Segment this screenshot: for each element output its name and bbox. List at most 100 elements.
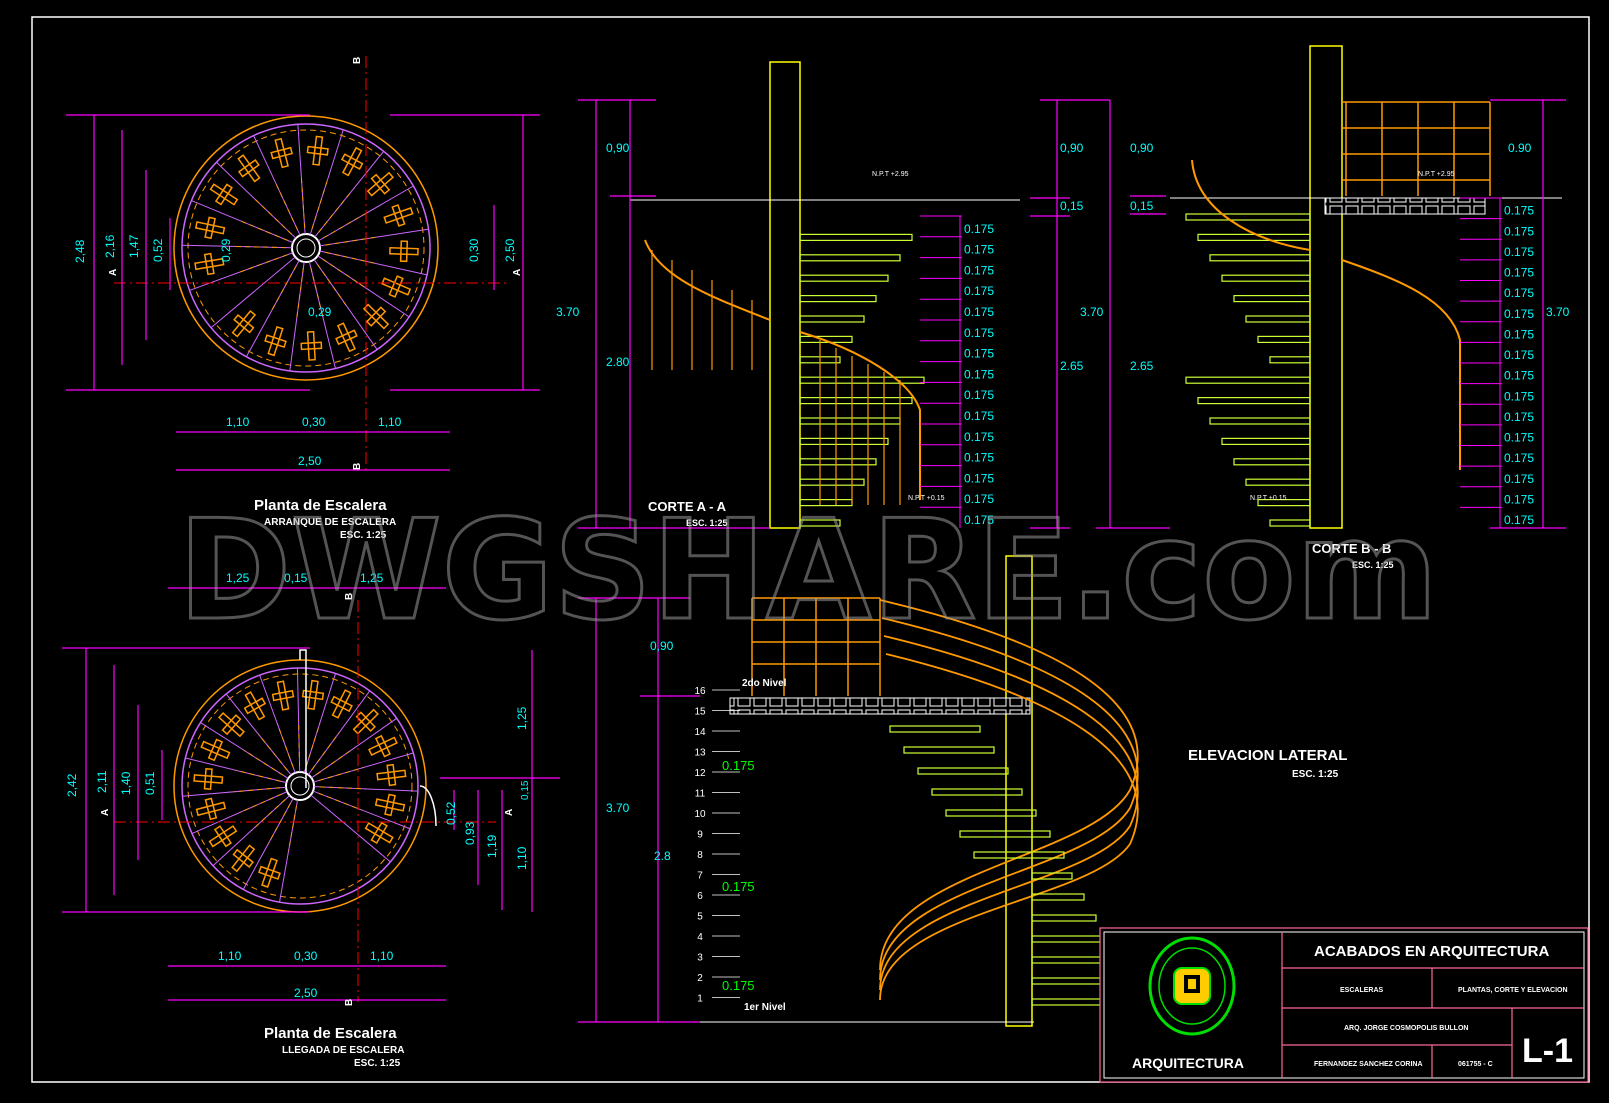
cross-bar [383,207,414,224]
tread-cross [194,216,226,240]
content-cell: PLANTAS, CORTE Y ELEVACION [1458,987,1568,994]
tread-cross [362,303,390,330]
cross-bar [370,821,388,845]
dim-1-10-a: 1,10 [226,415,250,429]
npt-bottom: N.P.T +0.15 [908,495,945,502]
cross-bar [336,322,356,353]
tread-edge [310,794,391,863]
upper-slab [729,697,1031,715]
cross-bar [207,738,224,762]
riser-value: 0.175 [964,451,994,465]
spiral-handrail [879,635,1139,991]
cross-bar [341,146,363,177]
cross-bar [231,844,256,873]
cross-bar [301,689,325,701]
riser-value: 0.175 [964,492,994,506]
tread-cross [264,325,287,357]
cross-bar [231,309,257,338]
axis-b-top: B [352,57,363,64]
dim-0-29-a: 0,29 [219,238,233,262]
axis-a-left: A [100,809,111,816]
tread-cross [195,797,227,821]
student-cell: FERNANDEZ SANCHEZ CORINA [1314,1061,1423,1068]
dim-2-42: 2,42 [65,773,79,797]
cross-bar [374,798,406,812]
tread-cross [376,763,407,787]
riser-value: 0.175 [1504,472,1534,486]
cross-bar [209,183,239,206]
cross-bar [274,137,289,169]
cross-bar [200,740,231,760]
tread-cross [352,708,379,735]
cross-bar [340,153,364,170]
cross-bar [389,246,419,256]
tread [799,376,925,384]
dim-2-50-h: 2,50 [298,454,322,468]
tread [799,335,853,343]
tread-cross [193,767,224,790]
tread-cross [364,821,394,845]
center-column [285,771,315,801]
riser-value: 0.175 [1504,245,1534,259]
dim-2-65: 2.65 [1130,359,1154,373]
tread-cross [335,322,358,353]
tread [799,233,913,241]
cross-bar [271,689,295,702]
cross-bar [233,314,255,334]
cross-bar [399,240,409,263]
riser-label-3: 0.175 [722,978,755,993]
step-number: 4 [697,932,703,943]
cross-bar [237,159,260,178]
dim-2-50-v: 2,50 [503,238,517,262]
tread-cross [258,857,281,888]
baluster-line [316,747,355,775]
tread [1197,233,1311,241]
institution-name: ARQUITECTURA [1132,1055,1244,1071]
tread [799,295,877,303]
cross-bar [365,306,387,327]
riser-value: 0.175 [1504,431,1534,445]
tread-edge [210,256,296,329]
step-number: 11 [695,789,706,800]
tread [799,478,865,486]
tread [1221,274,1311,282]
dim-2-8: 2.8 [654,849,671,863]
riser-value: 0.175 [964,347,994,361]
cross-bar [376,769,407,781]
dim-0-52: 0,52 [444,801,458,825]
dim-0-29-b: 0,29 [308,305,332,319]
plan-bottom-scale: ESC. 1:25 [354,1058,401,1069]
cross-bar [195,801,227,817]
tread [1269,519,1311,527]
landing-edge [299,649,307,788]
step-number: 1 [697,994,703,1005]
tread [1221,437,1311,445]
tread [799,254,901,262]
riser-value: 0.175 [1504,307,1534,321]
dim-0-90: 0,90 [1130,141,1154,155]
tread [945,809,1037,817]
tread-cross [237,154,261,183]
plan-top-subtitle: ARRANQUE DE ESCALERA [264,517,396,528]
dim-1-47: 1,47 [127,234,141,258]
tread [903,746,995,754]
central-column [1005,555,1033,1027]
dim-2-50: 2,50 [294,986,318,1000]
cross-bar [366,171,395,197]
tread [1209,417,1311,425]
riser-value: 0.175 [1504,327,1534,341]
cross-bar [214,183,233,206]
inner-dashed-ring [187,673,413,899]
project-title: ACABADOS EN ARQUITECTURA [1314,943,1549,960]
slab [1324,197,1486,215]
cross-bar [204,797,218,821]
plan-top: 2,48 2,16 1,47 0,52 0,29 0,30 2,50 0,29 … [66,56,540,541]
step-number: 10 [694,809,706,820]
riser-value: 0.175 [1504,492,1534,506]
cross-bar [213,825,232,848]
dim-0-52: 0,52 [151,238,165,262]
dim-1-19: 1,19 [485,834,499,858]
sheet-number: L-1 [1522,1032,1573,1070]
side-elevation-drawing [690,555,1145,1027]
